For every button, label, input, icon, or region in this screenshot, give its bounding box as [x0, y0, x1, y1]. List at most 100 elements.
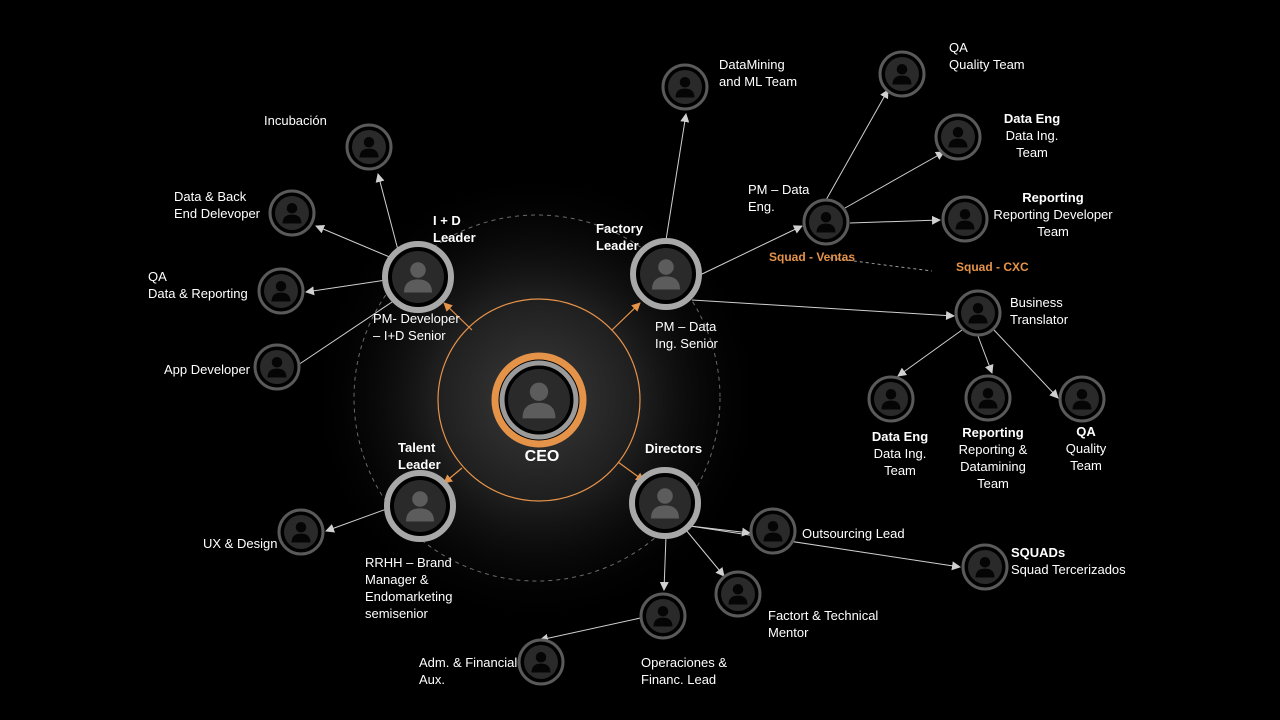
edge	[689, 525, 961, 571]
reporting-top-node	[941, 195, 989, 243]
person-icon	[404, 262, 432, 293]
person-icon	[1072, 388, 1092, 410]
person-icon	[522, 382, 556, 419]
person-icon	[651, 488, 679, 519]
outsourcing-node	[749, 507, 797, 555]
person-icon	[975, 556, 995, 578]
person-icon	[653, 605, 673, 627]
id-leader-role: PM- Developer– I+D Senior	[373, 311, 460, 343]
reporting-bottom-node	[964, 374, 1012, 422]
qa-data-reporting-node	[257, 267, 305, 315]
edge	[844, 151, 945, 209]
ceo-label: CEO	[524, 448, 560, 465]
squads-node	[961, 543, 1009, 591]
pm-data-eng-node	[802, 198, 850, 246]
person-icon	[531, 651, 551, 673]
operaciones-label: Operaciones &Financ. Lead	[641, 655, 727, 687]
edge	[691, 299, 955, 321]
edge	[665, 113, 690, 241]
edge	[685, 529, 725, 577]
edge	[849, 215, 941, 225]
edge	[897, 329, 963, 377]
person-icon	[282, 202, 302, 224]
squad-ventas-label: Squad - Ventas	[769, 250, 856, 264]
person-icon	[652, 259, 680, 290]
edge	[315, 224, 393, 259]
app-developer-label: App Developer	[164, 362, 250, 377]
edge	[325, 506, 393, 533]
id-leader-node	[382, 241, 454, 313]
business-translator-node	[954, 289, 1002, 337]
person-icon	[881, 388, 901, 410]
data-back-end-node	[268, 189, 316, 237]
person-icon	[271, 280, 291, 302]
person-icon	[978, 387, 998, 409]
directors-node	[629, 467, 701, 539]
directors-title: Directors	[645, 441, 703, 456]
edge	[825, 89, 889, 201]
outsourcing-label: Outsourcing Lead	[802, 526, 905, 541]
person-icon	[728, 583, 748, 605]
datamining-node	[661, 63, 709, 111]
adm-financial-node	[517, 638, 565, 686]
outer-dashed-ring	[353, 214, 721, 582]
data-eng-bottom-node	[867, 375, 915, 423]
operaciones-node	[639, 592, 687, 640]
edge	[539, 616, 646, 643]
edge	[977, 335, 994, 374]
inner-accent-ring	[437, 298, 641, 502]
edge	[297, 299, 396, 366]
edge	[659, 535, 669, 591]
edge-ceo-factory	[611, 302, 641, 331]
edge	[699, 225, 803, 276]
ux-design-node	[277, 508, 325, 556]
person-icon	[406, 491, 434, 522]
talent-leader-node	[384, 470, 456, 542]
app-developer-node	[253, 343, 301, 391]
person-icon	[763, 520, 783, 542]
incubacion-label: Incubación	[264, 113, 327, 128]
person-icon	[816, 211, 836, 233]
squad-cxc-label: Squad - CXC	[956, 260, 1029, 274]
person-icon	[948, 126, 968, 148]
incubacion-node	[345, 123, 393, 171]
qa-bottom-node	[1058, 375, 1106, 423]
edge	[305, 279, 387, 296]
qa-quality-top-node	[878, 50, 926, 98]
edge-ceo-id	[443, 302, 473, 331]
person-icon	[291, 521, 311, 543]
ceo-node	[491, 352, 587, 448]
factory-leader-node	[630, 238, 702, 310]
person-icon	[955, 208, 975, 230]
squad-divider	[829, 257, 933, 272]
factort-mentor-node	[714, 570, 762, 618]
ux-design-label: UX & Design	[203, 536, 278, 551]
person-icon	[359, 136, 379, 158]
edge	[993, 329, 1059, 399]
edge-ceo-talent	[443, 467, 463, 484]
person-icon	[267, 356, 287, 378]
person-icon	[968, 302, 988, 324]
person-icon	[892, 63, 912, 85]
person-icon	[675, 76, 695, 98]
